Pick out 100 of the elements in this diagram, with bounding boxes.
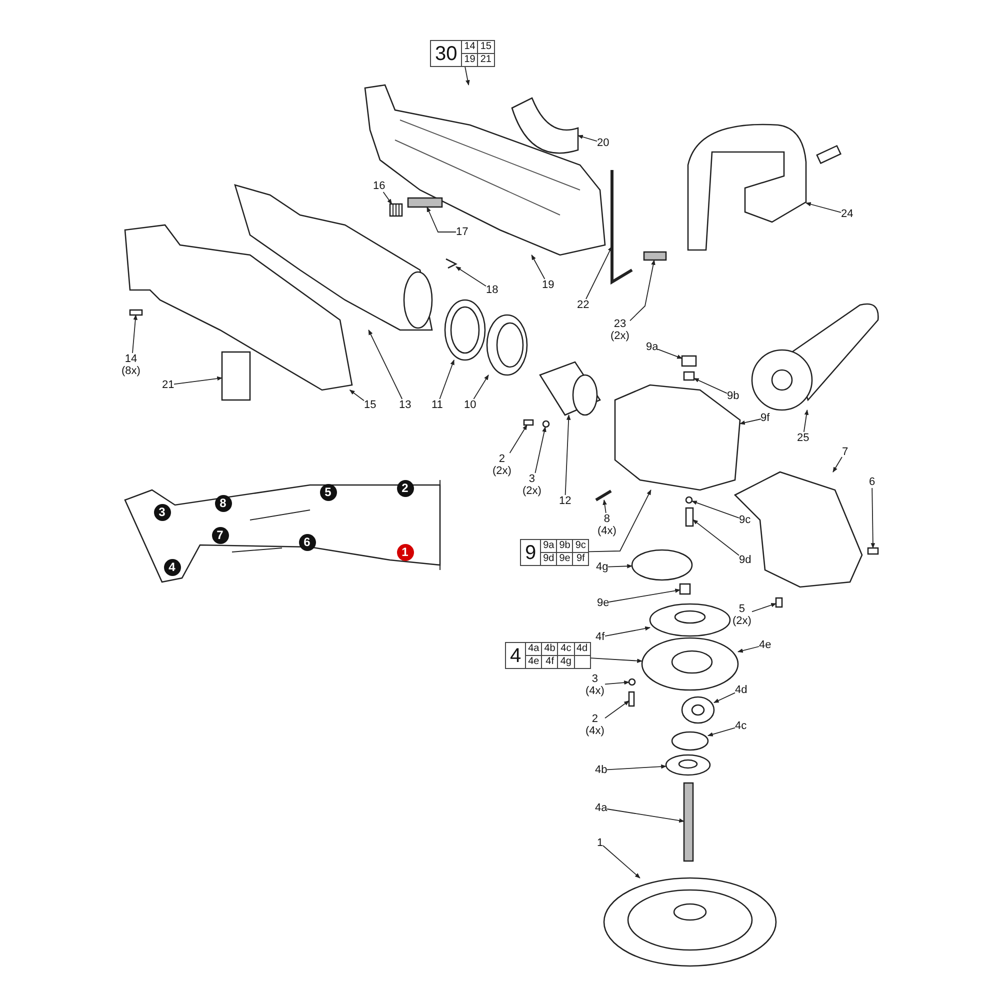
leader-line	[174, 376, 223, 385]
callout-number: 12	[559, 495, 572, 507]
leader-line	[602, 499, 607, 514]
spring-drawing	[389, 203, 403, 217]
guard-drawing	[734, 471, 863, 588]
hex-key-drawing	[610, 170, 633, 285]
callout-number: 18	[486, 284, 498, 296]
parts-kit-table	[520, 539, 589, 566]
handle-drawing	[687, 124, 807, 251]
clip-drawing	[446, 258, 458, 269]
callout-number: 19	[542, 279, 554, 291]
side-handle-drawing	[751, 303, 879, 411]
kit-number: 30	[430, 40, 462, 66]
leader-line	[382, 192, 392, 204]
callout-number: 4c	[735, 720, 747, 732]
callout-number: 7	[842, 446, 848, 458]
armature-drawing	[539, 361, 601, 416]
part-number: 4a	[526, 642, 542, 656]
callout-number: 9e	[597, 597, 610, 609]
callout-number: 8 (4x)	[598, 513, 616, 537]
part-number: 14	[462, 40, 478, 54]
callout-number: 20	[597, 137, 610, 149]
part-number: 9e	[556, 552, 573, 566]
leader-line	[464, 66, 470, 86]
leader-line	[439, 360, 454, 400]
screw-drawing	[643, 251, 667, 261]
label-plate-drawing	[221, 351, 251, 401]
leader-line	[509, 424, 528, 454]
callout-number: 11	[432, 399, 443, 411]
leader-line	[456, 266, 486, 287]
leader-line	[608, 564, 633, 568]
callout-number: 9f	[760, 412, 770, 424]
callout-number: 9a	[646, 341, 658, 353]
leader-line	[737, 646, 760, 653]
kit-number: 9	[520, 540, 541, 566]
leader-line	[531, 254, 546, 280]
callout-number: 4a	[595, 802, 608, 814]
callout-number: 3 (4x)	[586, 673, 604, 697]
part-number: 4c	[558, 642, 574, 656]
leader-line	[606, 764, 667, 770]
pin-drawing	[685, 507, 694, 527]
o-ring-drawing	[631, 549, 693, 581]
part-number: 15	[478, 40, 494, 54]
leader-line	[604, 626, 651, 637]
leader-line	[692, 519, 740, 556]
callout-number: 9c	[739, 514, 751, 526]
leader-line	[832, 456, 842, 472]
callout-number: 23 (2x)	[610, 318, 630, 342]
callout-number: 2 (4x)	[586, 713, 604, 737]
leader-line	[692, 500, 740, 518]
part-number: 4e	[526, 656, 542, 668]
part-number: 4d	[574, 642, 590, 656]
callout-number: 4f	[596, 631, 605, 643]
part-number: 4g	[558, 656, 574, 668]
callout-number: 21	[162, 379, 174, 391]
part-number: 4b	[542, 642, 558, 656]
callout-number: 2 (2x)	[492, 453, 512, 477]
callout-number: 16	[373, 180, 386, 192]
leader-line	[426, 206, 456, 232]
part-number: 21	[478, 54, 494, 66]
leader-line	[608, 588, 681, 602]
callout-number: 4b	[595, 764, 608, 776]
callout-number: 5 (2x)	[732, 603, 752, 627]
callout-number: 3 (2x)	[522, 473, 542, 497]
callout-number: 15	[364, 399, 376, 411]
washer-drawing	[665, 754, 711, 776]
washer-drawing	[685, 496, 693, 504]
screw-drawing	[595, 490, 612, 502]
callout-number: 24	[841, 208, 854, 220]
gear-drawing	[649, 603, 731, 637]
leader-line	[368, 330, 403, 400]
bushing-drawing	[679, 583, 691, 595]
leader-line	[602, 845, 640, 878]
callout-number: 8	[214, 494, 232, 512]
part-number: 9c	[572, 540, 588, 552]
callout-number: 9b	[727, 390, 740, 402]
leader-line	[534, 426, 546, 474]
grip-housing-drawing	[124, 224, 353, 391]
cap-drawing	[681, 355, 697, 367]
leader-line	[564, 414, 571, 496]
callout-number: 4d	[735, 684, 748, 696]
leader-line	[630, 259, 656, 322]
callout-number: 9d	[739, 554, 752, 566]
shield-drawing	[511, 97, 579, 154]
leader-line	[349, 390, 364, 402]
part-number: 9d	[540, 552, 557, 566]
parts-kit-table	[430, 40, 494, 67]
screw-drawing	[628, 691, 635, 707]
callout-number: 22	[577, 299, 590, 311]
part-number: 9f	[572, 552, 588, 566]
callout-number: 10	[464, 399, 476, 411]
leader-line	[714, 692, 736, 704]
leader-line	[606, 808, 685, 823]
ring-drawing	[444, 299, 486, 361]
part-number: 9a	[540, 540, 557, 552]
washer-drawing	[628, 678, 636, 686]
parts-kit-table	[505, 642, 591, 669]
leader-line	[803, 409, 809, 432]
leader-line	[604, 680, 630, 685]
gear-case-drawing	[614, 384, 741, 491]
